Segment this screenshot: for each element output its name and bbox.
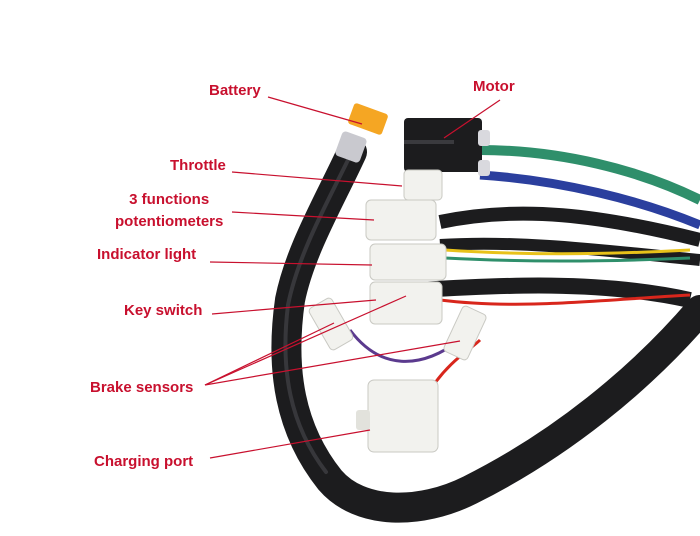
main-harness-highlight — [283, 158, 350, 474]
potentiometer-connector — [365, 199, 437, 241]
leader-potentiometers — [231, 211, 375, 221]
key-switch-connector — [369, 281, 443, 325]
leader-charging — [209, 429, 371, 459]
battery-connector — [335, 103, 388, 163]
label-indicator-light: Indicator light — [97, 246, 197, 263]
leader-lines — [204, 96, 501, 459]
leader-brake-left — [204, 322, 335, 386]
branch-cable-middle — [439, 237, 700, 266]
leader-brake-right — [204, 340, 461, 386]
indicator-light-connector — [369, 243, 447, 281]
branch-cable-upper — [438, 206, 700, 247]
leader-key-switch — [211, 299, 377, 315]
label-throttle: Throttle — [170, 157, 226, 174]
label-potentiometers-line2: potentiometers — [115, 213, 224, 230]
wire-yellow — [444, 248, 691, 256]
leader-battery — [267, 96, 363, 125]
wire-green — [444, 256, 691, 263]
label-charging-port: Charging port — [94, 453, 194, 470]
leader-motor — [443, 99, 501, 139]
motor-connector — [404, 118, 700, 230]
label-brake-sensors: Brake sensors — [90, 379, 194, 396]
leader-brake-mid — [204, 295, 407, 386]
brake-sensor-right-connector — [443, 305, 487, 361]
label-potentiometers-line1: 3 functions — [129, 191, 210, 208]
throttle-connector — [403, 169, 443, 201]
label-key-switch: Key switch — [124, 302, 203, 319]
branch-cable-lower — [419, 277, 692, 308]
label-potentiometers: 3 functions potentiometers — [115, 189, 223, 233]
charging-port-connector — [356, 379, 439, 453]
leader-throttle — [231, 171, 403, 187]
wire-red — [439, 293, 691, 306]
leader-indicator — [209, 261, 373, 266]
label-motor: Motor — [473, 78, 515, 95]
label-battery: Battery — [209, 82, 261, 99]
